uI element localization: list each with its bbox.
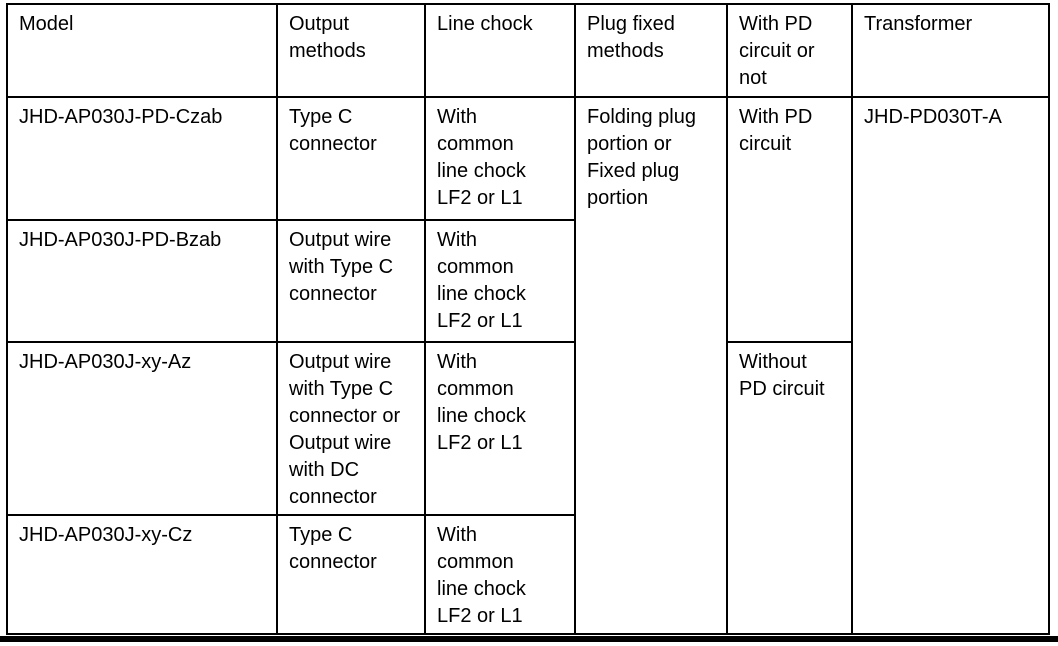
model-cell: JHD-AP030J-PD-Czab (6, 96, 278, 221)
model-cell: JHD-AP030J-xy-Az (6, 341, 278, 516)
header-plug-fixed-methods: Plug fixed methods (574, 3, 728, 98)
model-cell: JHD-AP030J-xy-Cz (6, 514, 278, 635)
line-chock-cell: With common line chock LF2 or L1 (424, 514, 576, 635)
header-transformer: Transformer (851, 3, 1050, 98)
output-methods-cell: Type C connector (276, 96, 426, 221)
line-chock-cell: With common line chock LF2 or L1 (424, 96, 576, 221)
page-bottom-rule (0, 636, 1058, 642)
header-model: Model (6, 3, 278, 98)
table-row: JHD-AP030J-PD-Bzab Output wire with Type… (6, 219, 1049, 343)
header-pd-circuit: With PD circuit or not (726, 3, 853, 98)
table-row: JHD-AP030J-xy-Az Output wire with Type C… (6, 341, 1049, 635)
plug-fixed-methods-cell: Folding plug portion or Fixed plug porti… (574, 96, 728, 635)
table-row: JHD-AP030J-xy-Cz Type C connector With c… (6, 514, 1049, 635)
pd-circuit-without-cell: Without PD circuit (726, 341, 853, 635)
output-methods-cell: Output wire with Type C connector (276, 219, 426, 343)
model-spec-table: Model Output methods Line chock Plug fix… (6, 3, 1050, 635)
header-row: Model Output methods Line chock Plug fix… (6, 3, 1050, 98)
output-methods-cell: Output wire with Type C connector or Out… (276, 341, 426, 516)
line-chock-cell: With common line chock LF2 or L1 (424, 219, 576, 343)
header-line-chock: Line chock (424, 3, 576, 98)
transformer-cell: JHD-PD030T-A (851, 96, 1050, 635)
output-methods-cell: Type C connector (276, 514, 426, 635)
header-output-methods: Output methods (276, 3, 426, 98)
table-row: JHD-AP030J-PD-Czab Type C connector With… (6, 96, 1050, 635)
line-chock-cell: With common line chock LF2 or L1 (424, 341, 576, 516)
model-cell: JHD-AP030J-PD-Bzab (6, 219, 278, 343)
pd-circuit-with-cell: With PD circuit (726, 96, 853, 343)
